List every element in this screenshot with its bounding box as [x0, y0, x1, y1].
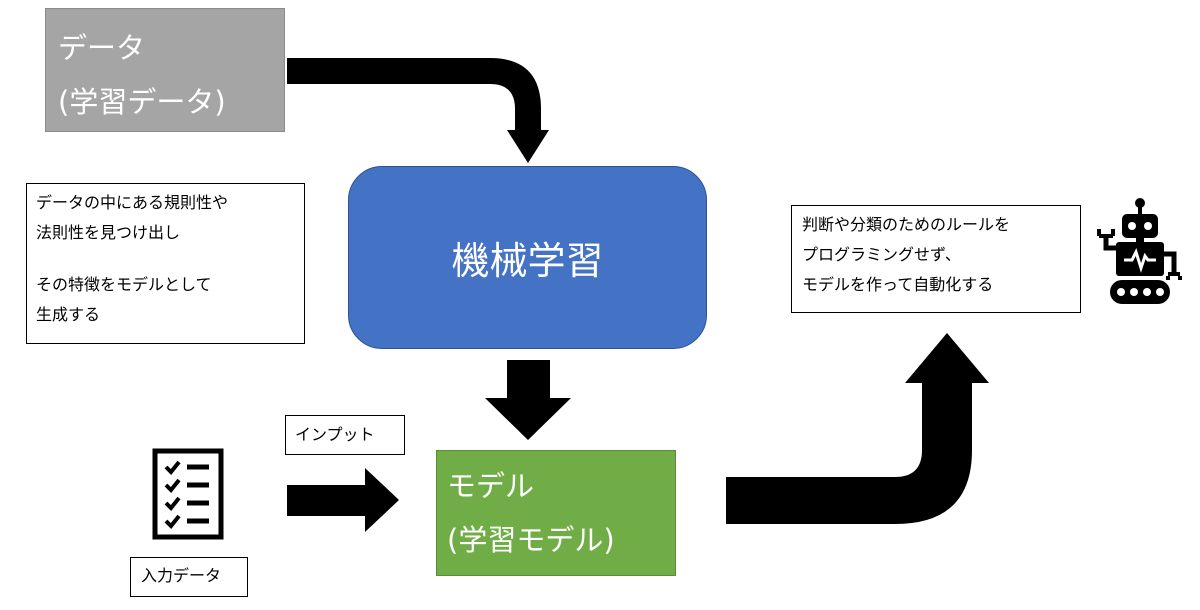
model-title: モデル — [447, 469, 535, 503]
input-label-box: インプット — [285, 415, 405, 455]
training-data-title: データ — [58, 31, 146, 65]
note-right-line-2: プログラミングせず、 — [802, 245, 961, 264]
machine-learning-box: 機械学習 — [348, 166, 707, 349]
note-right-line-3: モデルを作って自動化する — [802, 275, 994, 294]
note-left-line-3: その特徴をモデルとして — [36, 275, 212, 294]
input-data-label: 入力データ — [141, 566, 222, 585]
input-data-label-box: 入力データ — [130, 557, 248, 597]
note-right: 判断や分類のためのルールを プログラミングせず、 モデルを作って自動化する — [791, 205, 1081, 313]
note-left-line-1: データの中にある規則性や — [36, 193, 229, 212]
arrow-data-to-ml — [287, 58, 549, 163]
arrow-ml-to-model — [485, 360, 571, 440]
note-left-gap — [36, 248, 304, 270]
robot-icon — [1097, 198, 1182, 304]
training-data-subtitle: (学習データ) — [58, 85, 226, 119]
note-left-line-2: 法則性を見つけ出し — [36, 223, 181, 242]
machine-learning-label: 機械学習 — [451, 239, 604, 283]
model-box: モデル (学習モデル) — [436, 450, 676, 576]
model-subtitle: (学習モデル) — [447, 523, 615, 557]
training-data-box: データ (学習データ) — [45, 8, 285, 132]
note-right-line-1: 判断や分類のためのルールを — [802, 215, 1011, 234]
note-left-line-4: 生成する — [36, 305, 101, 324]
input-label: インプット — [295, 425, 375, 444]
arrow-input-to-model — [287, 468, 399, 532]
checklist-icon — [152, 448, 224, 540]
note-left: データの中にある規則性や 法則性を見つけ出し その特徴をモデルとして 生成する — [26, 183, 305, 344]
arrow-model-to-automation — [726, 333, 989, 524]
